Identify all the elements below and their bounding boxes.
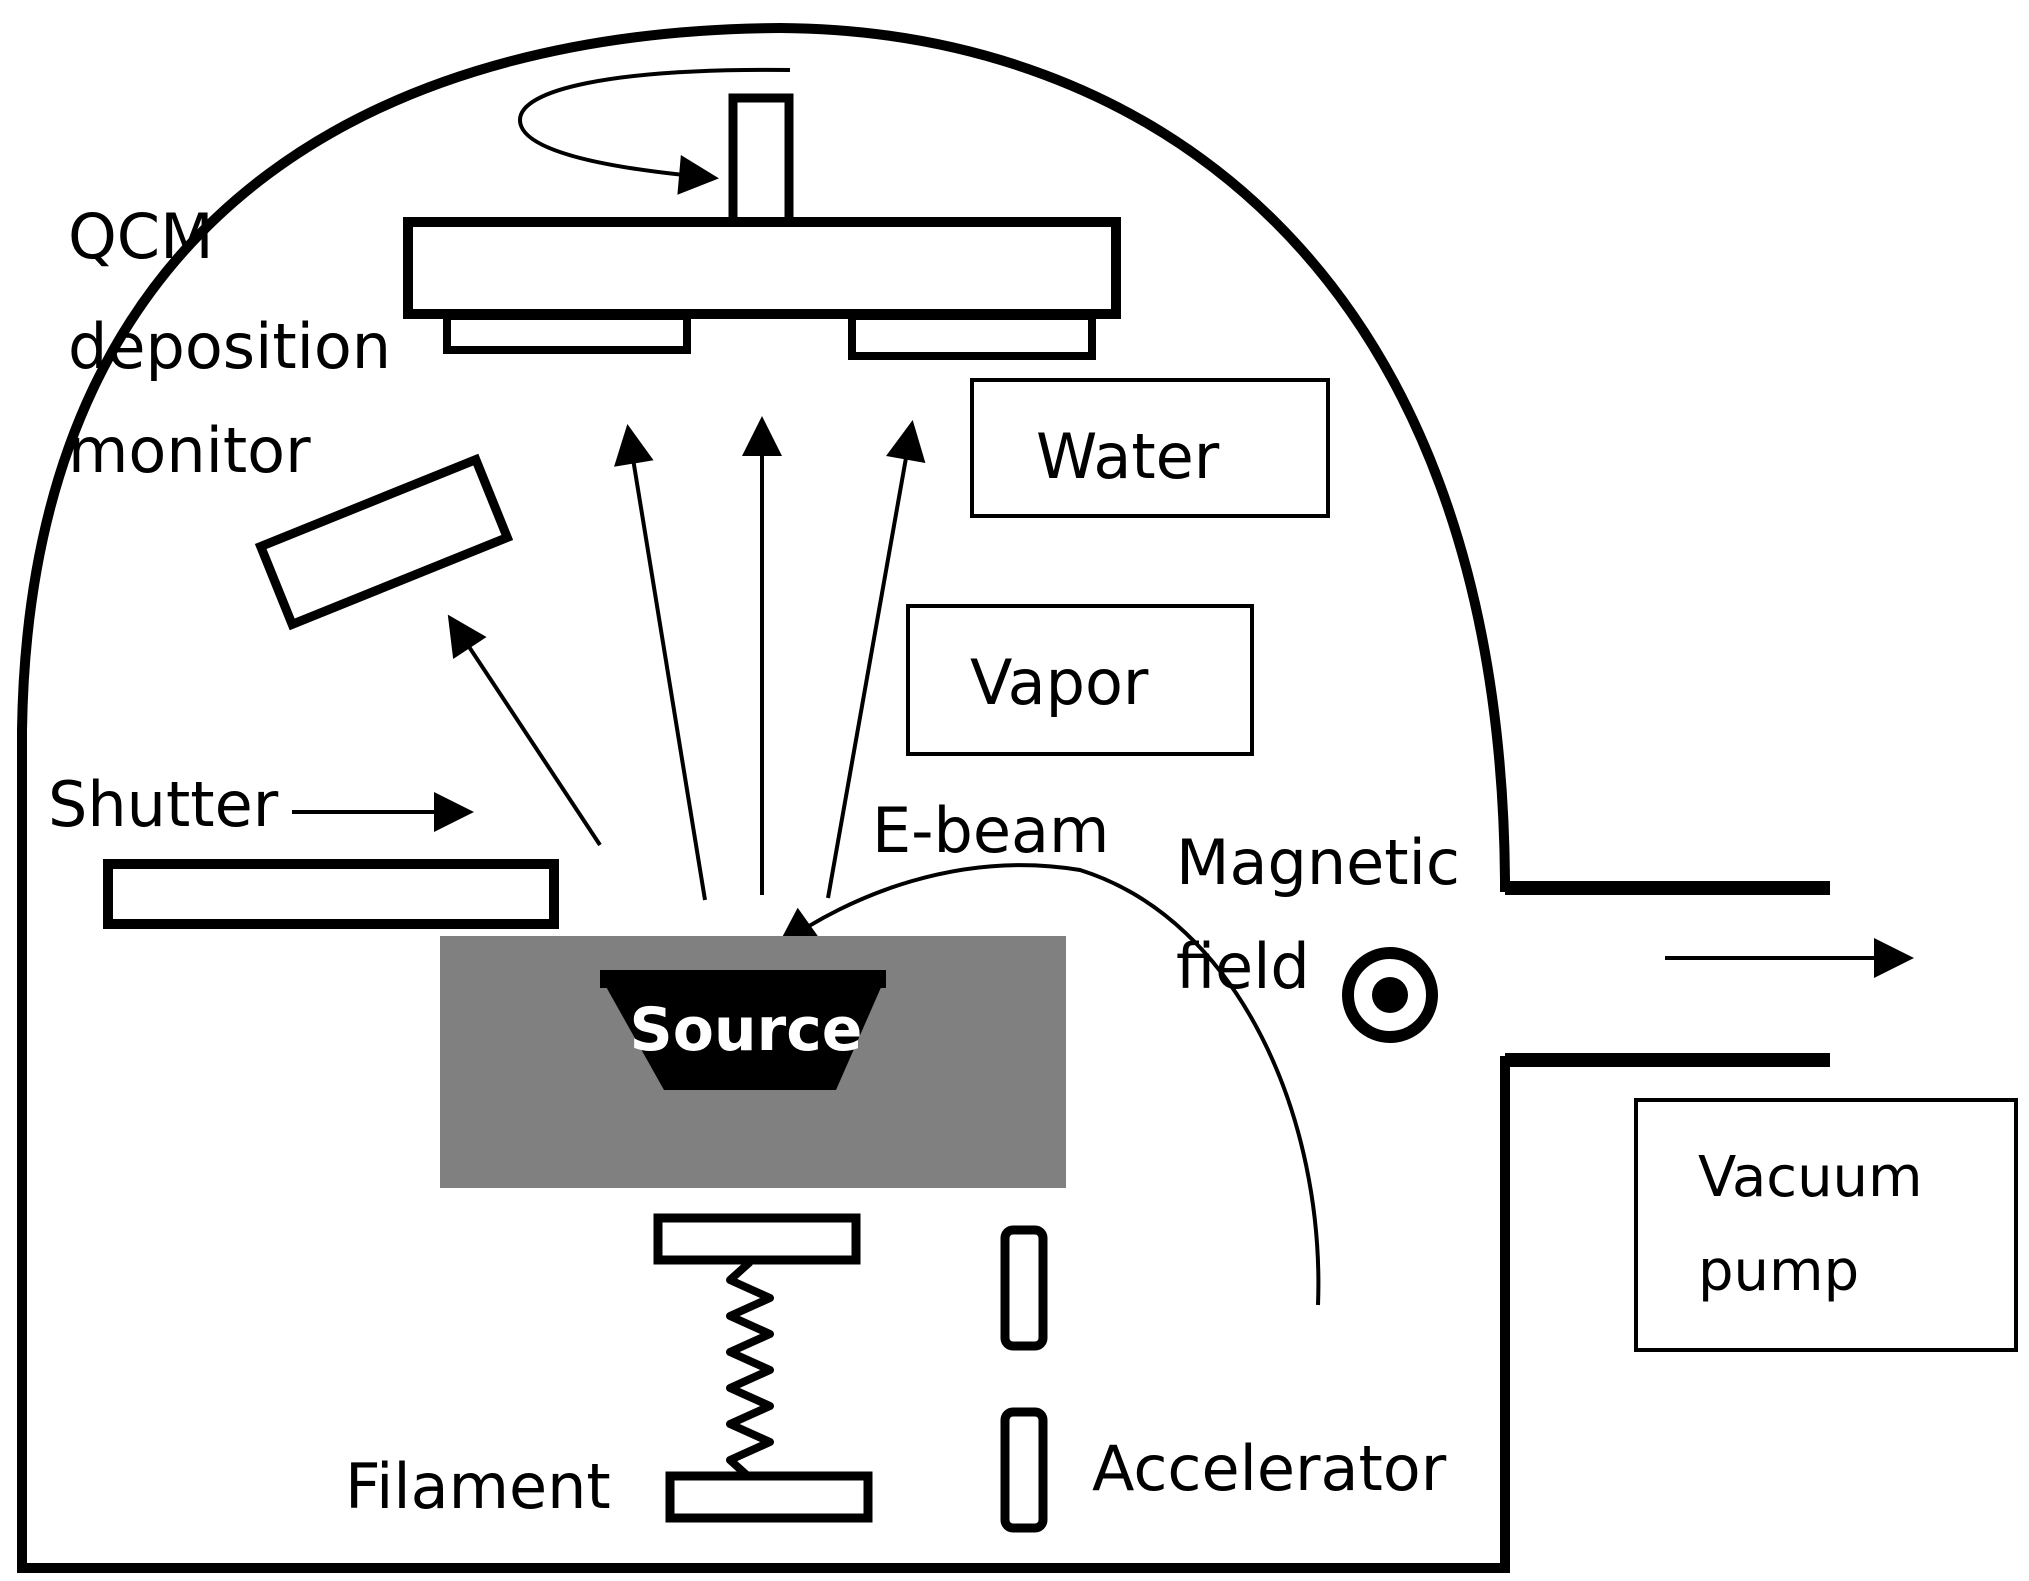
vacuum-chamber (17, 22, 1510, 1573)
source-crucible (600, 976, 886, 1090)
vapor-arrow-right (826, 420, 926, 899)
source-crucible-rim (600, 970, 886, 988)
vapor-arrow-left (614, 424, 707, 901)
filament-bottom-plate (665, 1471, 873, 1523)
vapor-box (906, 604, 1254, 756)
vapor-label: Vapor (970, 646, 1149, 719)
vapor-arrow-qcm (447, 614, 602, 847)
vacuum-pump-box (1634, 1098, 2018, 1352)
filament-coil (726, 1259, 774, 1481)
pump-port-opening (1496, 892, 1520, 1056)
vacuum-label-line2: pump (1698, 1239, 1859, 1304)
substrate-left (443, 312, 691, 354)
qcm-label-line1: QCM (68, 200, 214, 273)
magnetic-label-line1: Magnetic (1176, 826, 1460, 899)
magnetic-label-line2: field (1176, 930, 1310, 1003)
substrate-shaft (728, 93, 794, 229)
filament-label: Filament (345, 1450, 611, 1523)
qcm-sensor (254, 453, 514, 631)
qcm-label-line3: monitor (68, 414, 311, 487)
rotation-arrow (517, 67, 791, 195)
substrate-holder-plate (403, 217, 1121, 319)
water-label: Water (1036, 420, 1220, 493)
vacuum-label-line1: Vacuum (1698, 1145, 1923, 1210)
ebeam-label: E-beam (872, 794, 1109, 867)
qcm-label-line2: deposition (68, 310, 391, 383)
shutter-label: Shutter (48, 768, 279, 841)
filament-top-plate (653, 1213, 861, 1265)
accelerator-plate-lower (1000, 1407, 1048, 1533)
accelerator-label: Accelerator (1092, 1432, 1447, 1505)
magnetic-field-symbol-dot (1372, 977, 1408, 1013)
shutter (103, 859, 559, 929)
water-box (970, 378, 1330, 518)
substrate-right (848, 312, 1096, 360)
source-label: Source (630, 995, 863, 1065)
ebeam-trajectory (776, 863, 1321, 1306)
accelerator-plate-upper (1000, 1225, 1048, 1351)
